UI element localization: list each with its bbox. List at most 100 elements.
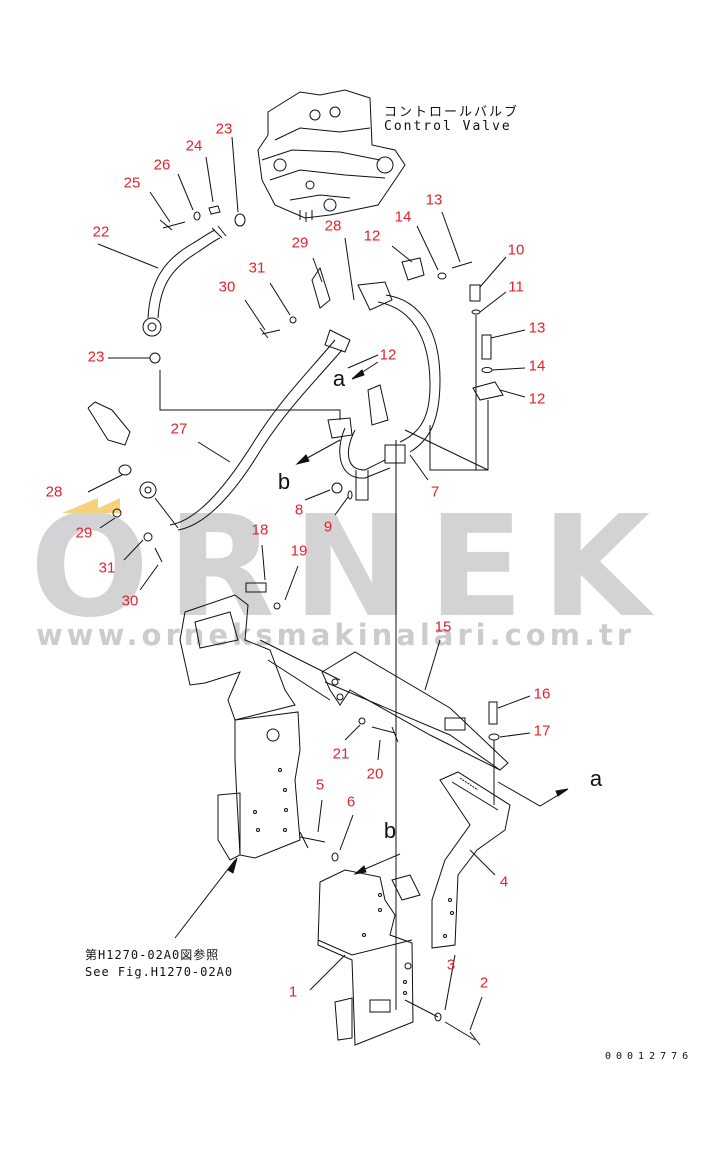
callout-3: 3 bbox=[446, 956, 456, 974]
callout-25: 25 bbox=[123, 174, 141, 192]
callout-30: 30 bbox=[218, 278, 236, 296]
callout-23: 23 bbox=[215, 120, 233, 138]
callout-23: 23 bbox=[87, 348, 105, 366]
bracket-1-icon bbox=[317, 869, 414, 1046]
watermark-accent bbox=[88, 498, 120, 513]
clamp-12-mid bbox=[367, 384, 389, 426]
oring-28 bbox=[118, 464, 132, 476]
callout-24: 24 bbox=[185, 137, 203, 155]
bolt-2 bbox=[444, 1021, 481, 1046]
view-letter-a: a bbox=[589, 766, 603, 791]
figure-reference-en: See Fig.H1270-02A0 bbox=[85, 965, 234, 979]
callout-13: 13 bbox=[425, 191, 443, 209]
document-number: 00012776 bbox=[605, 1051, 694, 1062]
callout-2: 2 bbox=[479, 974, 489, 992]
washer-31-lower bbox=[143, 532, 153, 542]
callout-29: 29 bbox=[75, 524, 93, 542]
bolt-10 bbox=[469, 284, 481, 302]
callout-28: 28 bbox=[45, 483, 63, 501]
callout-4: 4 bbox=[499, 873, 509, 891]
direction-arrows bbox=[227, 361, 569, 875]
callout-17: 17 bbox=[533, 722, 551, 740]
bolt-25 bbox=[159, 219, 186, 231]
view-letter-a: a bbox=[332, 366, 346, 391]
callout-12: 12 bbox=[363, 227, 381, 245]
view-letter-b: b bbox=[383, 818, 397, 843]
watermark-url: www.orneksmakinalari.com.tr bbox=[36, 618, 636, 652]
hose-27-icon bbox=[139, 329, 351, 531]
callout-15: 15 bbox=[434, 618, 452, 636]
bolt-5 bbox=[299, 831, 326, 849]
watermark-logo: ORNEK bbox=[30, 486, 669, 649]
callout-18: 18 bbox=[251, 521, 269, 539]
callout-5: 5 bbox=[315, 776, 325, 794]
washer-26 bbox=[193, 211, 201, 221]
clamp-12-bottom bbox=[459, 777, 479, 791]
callout-30: 30 bbox=[121, 592, 139, 610]
control-valve-label-jp: コントロールバルブ bbox=[384, 105, 520, 120]
callout-12: 12 bbox=[528, 390, 546, 408]
callout-28: 28 bbox=[324, 217, 342, 235]
callout-13: 13 bbox=[528, 319, 546, 337]
callout-8: 8 bbox=[294, 501, 304, 519]
bracket-arm bbox=[259, 639, 341, 701]
callout-10: 10 bbox=[507, 241, 525, 259]
washer-14-right bbox=[481, 367, 493, 373]
callout-7: 7 bbox=[430, 483, 440, 501]
callout-12: 12 bbox=[379, 346, 397, 364]
callout-26: 26 bbox=[153, 156, 171, 174]
leader-lines bbox=[87, 136, 531, 1031]
callout-20: 20 bbox=[366, 765, 384, 783]
callout-14: 14 bbox=[528, 357, 546, 375]
clamp-24 bbox=[208, 205, 221, 215]
bolt-20 bbox=[371, 726, 399, 743]
clamp-12-top bbox=[401, 257, 425, 281]
bolt-13-right bbox=[481, 334, 492, 360]
oring-23-top bbox=[234, 213, 246, 227]
callout-14: 14 bbox=[394, 208, 412, 226]
washer-9 bbox=[347, 490, 353, 500]
washer-3 bbox=[434, 1012, 442, 1022]
callout-6: 6 bbox=[346, 793, 356, 811]
bolt-16 bbox=[488, 701, 498, 725]
bolt-18 bbox=[245, 582, 267, 593]
oring-23-bottom bbox=[149, 352, 161, 364]
callout-31: 31 bbox=[248, 259, 266, 277]
washer-17 bbox=[488, 733, 500, 741]
washer-11 bbox=[471, 309, 481, 315]
washer-31 bbox=[289, 316, 297, 324]
callout-21: 21 bbox=[332, 745, 350, 763]
flange-28 bbox=[87, 401, 131, 446]
callout-27: 27 bbox=[170, 420, 188, 438]
flange-29-lower bbox=[112, 508, 122, 518]
hose-22-icon bbox=[142, 225, 227, 337]
callout-1: 1 bbox=[288, 983, 298, 1001]
bracket-left-icon bbox=[179, 594, 301, 861]
flange-29 bbox=[311, 266, 331, 309]
washer-19 bbox=[273, 602, 281, 610]
washer-21 bbox=[358, 717, 366, 725]
plate-15-icon bbox=[321, 651, 509, 771]
bolt-30-lower bbox=[154, 547, 163, 563]
callout-29: 29 bbox=[291, 234, 309, 252]
callout-19: 19 bbox=[290, 542, 308, 560]
callout-16: 16 bbox=[533, 685, 551, 703]
bracket-4-icon bbox=[431, 771, 511, 949]
callout-9: 9 bbox=[323, 518, 333, 536]
watermark-accent bbox=[62, 498, 98, 513]
control-valve-icon bbox=[257, 89, 406, 222]
washer-14-top bbox=[437, 272, 447, 280]
figure-reference-jp: 第H1270-02A0図参照 bbox=[85, 948, 220, 962]
bolt-13-top bbox=[451, 261, 473, 269]
clamp-12-lower bbox=[391, 874, 421, 901]
tube-7-icon bbox=[327, 281, 441, 479]
callout-22: 22 bbox=[92, 223, 110, 241]
washer-6 bbox=[331, 852, 339, 862]
callout-31: 31 bbox=[98, 559, 116, 577]
control-valve-label-en: Control Valve bbox=[384, 119, 512, 134]
bolt-30 bbox=[259, 327, 281, 339]
bolt-8 bbox=[331, 482, 343, 494]
callout-11: 11 bbox=[508, 278, 524, 296]
